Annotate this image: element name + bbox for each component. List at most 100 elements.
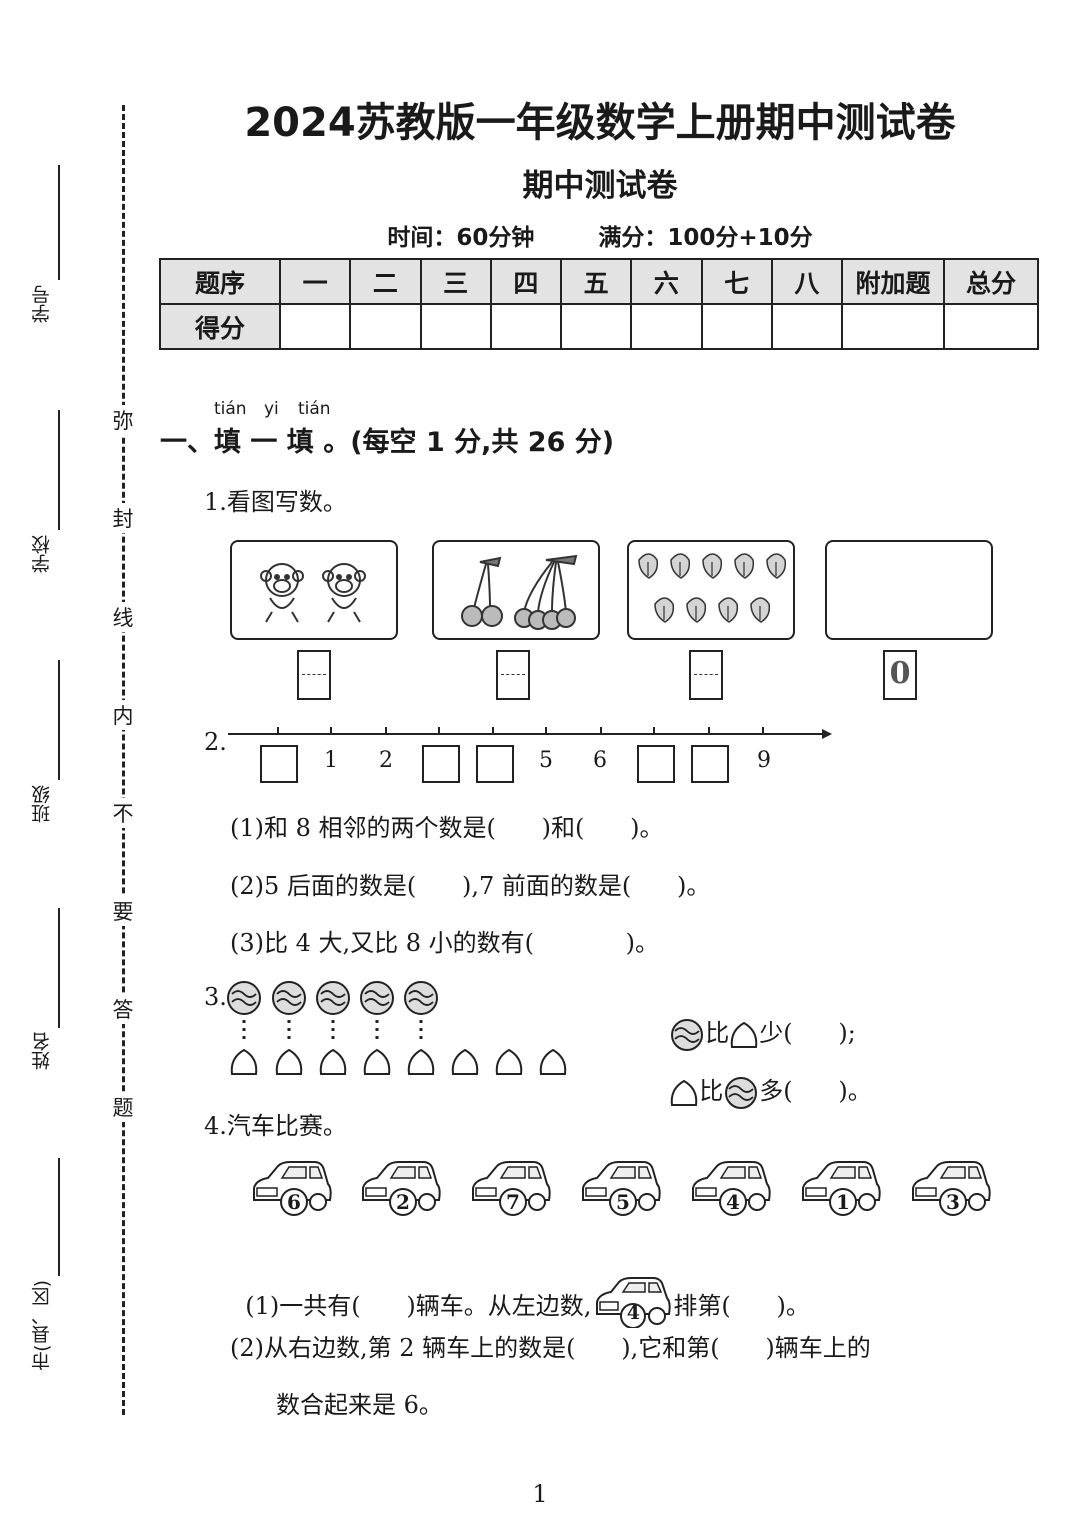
answer-box[interactable] (496, 650, 530, 700)
car-icon (802, 1161, 881, 1216)
question-3-label: 3. (204, 983, 227, 1011)
score-input-cell[interactable] (841, 303, 945, 350)
score-input-cell[interactable] (630, 303, 703, 350)
side-line (58, 1158, 60, 1276)
compare-text: 多( )。 (759, 1077, 872, 1105)
side-label-class: 班级 (31, 785, 53, 823)
seal-char: 要 (108, 896, 138, 926)
question-4-label: 4.汽车比赛。 (204, 1112, 347, 1140)
watermelon-icon (671, 1018, 704, 1051)
page-number: 1 (532, 1480, 548, 1508)
score-table-cell: 五 (559, 258, 633, 305)
side-label-school: 学校 (31, 535, 53, 573)
score-table-header-row: 题序 一 二 三 四 五 六 七 八 附加题 总分 (159, 258, 1039, 305)
car-number: 2 (396, 1190, 410, 1214)
seal-char: 不 (108, 798, 138, 828)
number-line-box[interactable] (476, 745, 514, 783)
answer-box[interactable] (297, 650, 331, 700)
score-table-cell: 七 (700, 258, 773, 305)
answer-box[interactable] (689, 650, 723, 700)
score-table-cell: 二 (349, 258, 422, 305)
score-input-cell[interactable] (559, 303, 633, 350)
picture-box-monkeys (230, 540, 398, 640)
page-subtitle: 期中测试卷 (522, 168, 678, 204)
car-number: 4 (726, 1190, 740, 1214)
question-4-sub-1-text: (1)一共有( )辆车。从左边数, (245, 1292, 592, 1320)
pinyin-yi: yi (264, 399, 279, 419)
race-car: 3 (909, 1160, 993, 1216)
pinyin-tian: tián (298, 399, 331, 419)
question-2-sub-2: (2)5 后面的数是( ),7 前面的数是( )。 (230, 872, 711, 900)
seal-dashed-line (122, 105, 125, 1415)
car-number: 3 (946, 1190, 960, 1214)
race-car: 7 (469, 1160, 553, 1216)
peach-icon (671, 1079, 698, 1106)
side-line (58, 165, 60, 280)
score-table-cell: 三 (419, 258, 492, 305)
car-icon (912, 1161, 991, 1216)
watermelon-icon (725, 1076, 758, 1109)
number-line-label: 1 (324, 748, 338, 773)
seal-char: 内 (108, 700, 138, 730)
seal-char: 答 (108, 994, 138, 1024)
score-input-cell[interactable] (489, 303, 563, 350)
question-3-line-1: 比 少( ); (654, 985, 856, 1051)
number-line-box[interactable] (691, 745, 729, 783)
score-input-cell[interactable] (278, 303, 352, 350)
cabbage-icon (638, 553, 787, 623)
compare-text: 少( ); (759, 1019, 856, 1047)
score-table-cell: 八 (770, 258, 844, 305)
car-number: 1 (836, 1190, 850, 1214)
score-input-cell[interactable] (349, 303, 422, 350)
pinyin-tian: tián (214, 399, 247, 419)
score-table-cell: 附加题 (841, 258, 945, 305)
cherry-icon (461, 554, 578, 630)
number-line-box[interactable] (260, 745, 298, 783)
number-line (228, 727, 832, 739)
exam-full-score: 满分：100分+10分 (598, 225, 813, 251)
number-line-label: 2 (379, 748, 393, 773)
score-input-cell[interactable] (770, 303, 844, 350)
score-table-score-row: 得分 (159, 303, 1039, 350)
car-icon (692, 1161, 771, 1216)
score-table-cell: 得分 (159, 303, 281, 350)
score-input-cell[interactable] (419, 303, 492, 350)
question-2-sub-3: (3)比 4 大,又比 8 小的数有( )。 (230, 929, 659, 957)
car-number: 4 (626, 1301, 640, 1324)
seal-char: 题 (108, 1092, 138, 1122)
compare-text: 比 (699, 1077, 724, 1105)
race-car: 4 (689, 1160, 773, 1216)
exam-time: 时间：60分钟 (387, 225, 535, 251)
score-input-cell[interactable] (700, 303, 773, 350)
side-label-city: 市(县、区) (31, 1280, 53, 1371)
score-table-cell: 一 (278, 258, 352, 305)
car-icon (582, 1161, 661, 1216)
race-car: 2 (359, 1160, 443, 1216)
picture-box-cherries (432, 540, 600, 640)
car-icon: 4 (591, 1276, 673, 1328)
score-table-cell: 四 (489, 258, 563, 305)
question-4-sub-1: (1)一共有( )辆车。从左边数, 4 排第( )。 (230, 1258, 810, 1328)
side-line (58, 908, 60, 1028)
watermelon-peach-comparison (227, 981, 567, 1075)
score-input-cell[interactable] (943, 303, 1039, 350)
seal-char: 封 (108, 503, 138, 533)
number-line-box[interactable] (422, 745, 460, 783)
score-table-cell: 题序 (159, 258, 281, 305)
question-4-sub-2: (2)从右边数,第 2 辆车上的数是( ),它和第( )辆车上的 (230, 1334, 871, 1362)
compare-text: 比 (705, 1019, 730, 1047)
question-3-line-2: 比 多( )。 (654, 1043, 872, 1109)
number-line-box[interactable] (637, 745, 675, 783)
answer-box-filled: 0 (883, 650, 917, 700)
car-number: 7 (506, 1190, 520, 1214)
side-label-name: 姓名 (31, 1032, 53, 1070)
question-4-sub-2-cont: 数合起来是 6。 (276, 1391, 443, 1419)
seal-char: 弥 (108, 405, 138, 435)
car-icon (362, 1161, 441, 1216)
exam-meta: 时间：60分钟 满分：100分+10分 (160, 218, 1040, 252)
section-heading: 一、填 一 填 。(每空 1 分,共 26 分) (160, 427, 615, 458)
seal-char: 线 (108, 602, 138, 632)
number-line-label: 5 (539, 748, 553, 773)
page-title: 2024苏教版一年级数学上册期中测试卷 (244, 100, 956, 146)
side-line (58, 660, 60, 780)
